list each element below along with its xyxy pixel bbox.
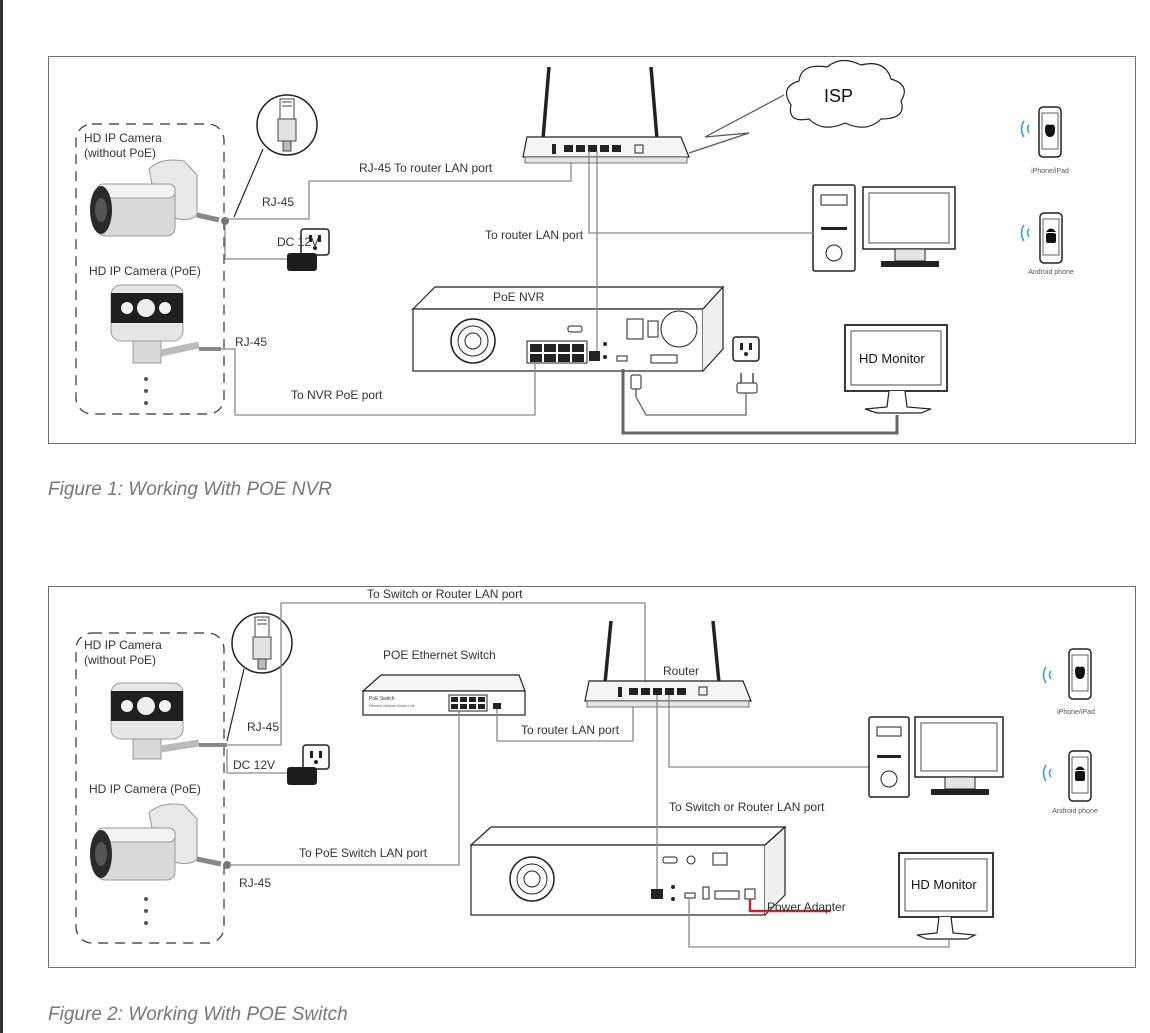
figure1-caption: Figure 1: Working With POE NVR <box>48 479 332 500</box>
android-label: Android phone <box>1052 808 1098 815</box>
iphone-icon <box>1042 648 1092 700</box>
power-plug-icon <box>630 374 642 397</box>
rj45-label-bottom: RJ-45 <box>235 335 267 349</box>
ptz-camera-icon <box>110 682 227 760</box>
camera-no-poe-label-1: HD IP Camera <box>84 638 162 652</box>
nvr-link-label: To Switch or Router LAN port <box>669 800 825 814</box>
nvr-icon <box>469 825 787 916</box>
switch-plate-label-1: PoE Switch <box>369 696 395 702</box>
iphone-icon <box>1020 106 1062 158</box>
nvr-to-router-label: To router LAN port <box>485 228 584 242</box>
rj45-label-bottom: RJ-45 <box>239 876 271 890</box>
camera-poe-label: HD IP Camera (PoE) <box>89 264 201 278</box>
figure2-diagram-frame: HD IP Camera (without PoE) HD IP Camera … <box>48 586 1136 968</box>
dc-label: DC 12V <box>277 235 319 249</box>
switch-to-router-label: To router LAN port <box>521 723 620 737</box>
hd-monitor-icon <box>898 852 994 940</box>
power-adapter-icon <box>287 767 317 785</box>
rj45-connector-icon <box>233 94 318 218</box>
more-cameras-dot <box>144 921 148 925</box>
dc-label: DC 12V <box>233 758 275 772</box>
figure1-diagram-frame: HD IP Camera (without PoE) HD IP Camera … <box>48 56 1136 444</box>
desktop-computer-icon <box>868 716 1004 798</box>
power-adapter-icon <box>287 253 317 271</box>
android-label: Android phone <box>1028 269 1074 276</box>
figure1-diagram: HD IP Camera (without PoE) HD IP Camera … <box>75 59 1074 435</box>
more-cameras-dot <box>144 389 148 393</box>
router-icon <box>584 620 752 708</box>
android-phone-icon <box>1042 750 1092 802</box>
ptz-camera-icon <box>110 284 221 364</box>
monitor-label: HD Monitor <box>911 877 977 892</box>
power-outlet-icon <box>302 744 330 770</box>
camera-no-poe-label-2: (without PoE) <box>84 146 156 160</box>
router-lan-label: RJ-45 To router LAN port <box>359 161 493 175</box>
bullet-camera-icon <box>90 803 231 881</box>
power-adapter-label: Power Adapter <box>767 900 846 914</box>
router-label: Router <box>663 664 699 678</box>
camera-group-box <box>75 632 225 944</box>
page-edge <box>0 0 3 1033</box>
poe-nvr-icon <box>411 285 725 372</box>
wall-outlet-icon <box>732 336 760 394</box>
monitor-label: HD Monitor <box>859 351 925 366</box>
more-cameras-dot <box>144 401 148 405</box>
isp-label: ISP <box>824 86 853 106</box>
more-cameras-dot <box>144 377 148 381</box>
poe-switch-icon <box>361 674 526 716</box>
rj45-connector-icon <box>226 612 293 742</box>
power-adapter-cable <box>748 899 831 913</box>
top-link-label: To Switch or Router LAN port <box>367 587 523 601</box>
switch-plate-label-2: Ethernet Network Switch Unit <box>369 704 415 708</box>
hd-monitor-icon <box>844 324 948 414</box>
nvr-label: PoE NVR <box>493 290 545 304</box>
bullet-camera-icon <box>90 159 229 237</box>
desktop-computer-icon <box>812 184 956 272</box>
nvr-poe-port-label: To NVR PoE port <box>291 388 383 402</box>
figure2-caption: Figure 2: Working With POE Switch <box>48 1004 348 1025</box>
camera-no-poe-label-1: HD IP Camera <box>84 131 162 145</box>
figure2-diagram: HD IP Camera (without PoE) HD IP Camera … <box>75 587 1098 948</box>
rj45-label-top: RJ-45 <box>247 720 279 734</box>
android-phone-icon <box>1020 212 1063 264</box>
more-cameras-dot <box>144 909 148 913</box>
rj45-label-top: RJ-45 <box>262 195 294 209</box>
iphone-label: iPhone/iPad <box>1031 168 1069 175</box>
router-icon <box>522 66 690 164</box>
isp-cloud-icon <box>785 59 905 128</box>
poe-switch-lan-label: To PoE Switch LAN port <box>299 846 428 860</box>
iphone-label: iPhone/iPad <box>1057 709 1095 716</box>
more-cameras-dot <box>144 897 148 901</box>
camera-group-box <box>75 123 225 415</box>
camera-poe-label: HD IP Camera (PoE) <box>89 782 201 796</box>
switch-label: POE Ethernet Switch <box>383 648 496 662</box>
camera-no-poe-label-2: (without PoE) <box>84 653 156 667</box>
